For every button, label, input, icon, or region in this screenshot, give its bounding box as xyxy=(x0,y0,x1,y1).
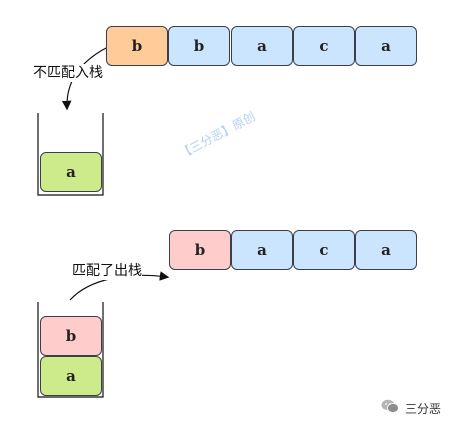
sequence-cell: c xyxy=(293,230,355,270)
stack-cell: a xyxy=(40,356,102,396)
sequence-cell: c xyxy=(293,26,355,66)
brand-name: 三分恶 xyxy=(405,401,442,416)
push-label: 不匹配入栈 xyxy=(33,64,103,82)
sequence-cell: b xyxy=(169,230,231,270)
sequence-cell: a xyxy=(231,26,293,66)
brand: 三分恶 xyxy=(381,399,441,417)
sequence-cell: a xyxy=(355,230,417,270)
sequence-cell: a xyxy=(231,230,293,270)
sequence-cell: a xyxy=(355,26,417,66)
sequence-cell: b xyxy=(168,26,230,66)
stack-cell: b xyxy=(40,316,102,356)
pop-label: 匹配了出栈 xyxy=(72,262,142,280)
stack-cell: a xyxy=(40,152,102,192)
sequence-cell: b xyxy=(106,26,168,66)
wechat-icon xyxy=(381,399,399,417)
stack-container-top xyxy=(37,113,104,196)
stack-container-bottom xyxy=(37,302,104,398)
